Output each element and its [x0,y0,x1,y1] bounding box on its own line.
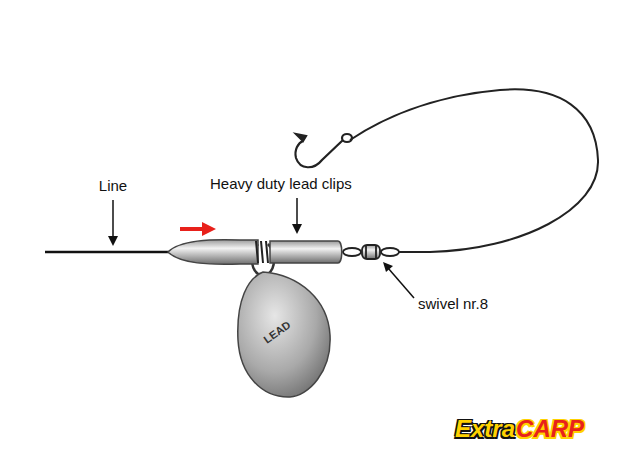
logo-text: Extra [455,416,515,442]
leader-line [296,198,298,226]
leader-line [388,268,414,298]
direction-arrow-head [202,222,216,236]
leader-head [383,262,393,272]
clip-coil [256,241,268,263]
leader-line [112,200,114,238]
direction-arrow [180,227,204,231]
main-line [45,251,175,254]
lead-weight [238,272,330,397]
leader-head [292,224,302,234]
hook [295,134,352,167]
swivel [343,245,399,259]
leader-head [108,236,118,246]
part-label: swivel nr.8 [418,296,488,313]
tail-rubber [270,241,342,263]
part-label: Heavy duty lead clips [210,176,352,193]
hooklink [350,89,598,252]
lead-clip-body [168,240,258,265]
logo-text: CARP [516,416,584,442]
part-label: Line [99,178,127,195]
